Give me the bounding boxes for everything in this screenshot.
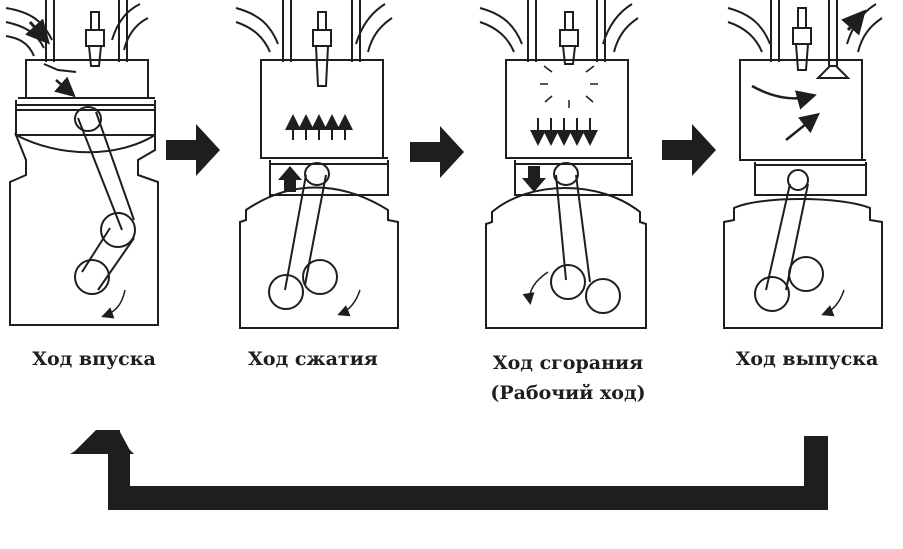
piston-pin [74,106,102,132]
piston-pin [304,162,330,186]
crankshaft [74,259,110,295]
spark-plug [312,11,332,87]
connecting-rod [555,174,591,283]
stroke-label-exhaust: Ход выпуска [722,348,892,370]
cylinder-head [260,59,384,159]
crankcase [9,132,159,326]
compression-arrows [285,114,353,140]
crank-journal [788,256,824,292]
valves [282,0,361,62]
stage-arrow-3 [662,124,716,176]
connecting-rod [77,111,135,231]
crankshaft [754,276,790,312]
crank-journal [550,264,586,300]
cylinder [269,160,389,196]
stroke-label-line: (Рабочий ход) [490,382,646,404]
piston-up-arrow [278,166,302,192]
engine-intake [5,0,159,326]
stroke-label-intake: Ход впуска [14,348,174,370]
engine-power [479,0,647,329]
stroke-label-power: Ход сгорания (Рабочий ход) [478,348,658,408]
connecting-rod [284,174,327,291]
spark-plug [559,11,579,65]
spark-plug [85,11,105,67]
cycle-return-arrow [72,430,828,510]
cylinder [514,160,633,196]
cylinder-head [505,59,629,159]
crankshaft [268,274,304,310]
crank-journal [100,212,136,248]
valves [527,0,606,62]
stage-arrow-1 [166,124,220,176]
engine-compression [235,0,399,329]
stroke-label-line: Ход впуска [32,348,156,370]
crankcase [485,187,647,329]
crankcase [239,186,399,329]
valves [770,0,851,79]
engine-exhaust [723,0,883,329]
crankshaft [585,278,621,314]
piston-down-arrow [522,166,546,192]
crank-journal [302,259,338,295]
piston-pin [553,162,579,186]
cylinder-head [25,59,149,99]
stroke-label-line: Ход сгорания [492,352,644,374]
cylinder [754,162,867,196]
stage-arrow-2 [410,126,464,178]
stroke-label-line: Ход сжатия [248,348,378,370]
stroke-label-line: Ход выпуска [735,348,879,370]
spark-rays [540,65,598,108]
manifold-curves [727,3,883,53]
spark-plug [792,7,812,71]
combustion-arrows [530,118,598,146]
crankcase [723,198,883,329]
piston-pin [787,169,809,191]
stroke-label-compression: Ход сжатия [233,348,393,370]
manifold-curves [235,3,393,53]
cycle-return-arrowhead [70,430,134,454]
